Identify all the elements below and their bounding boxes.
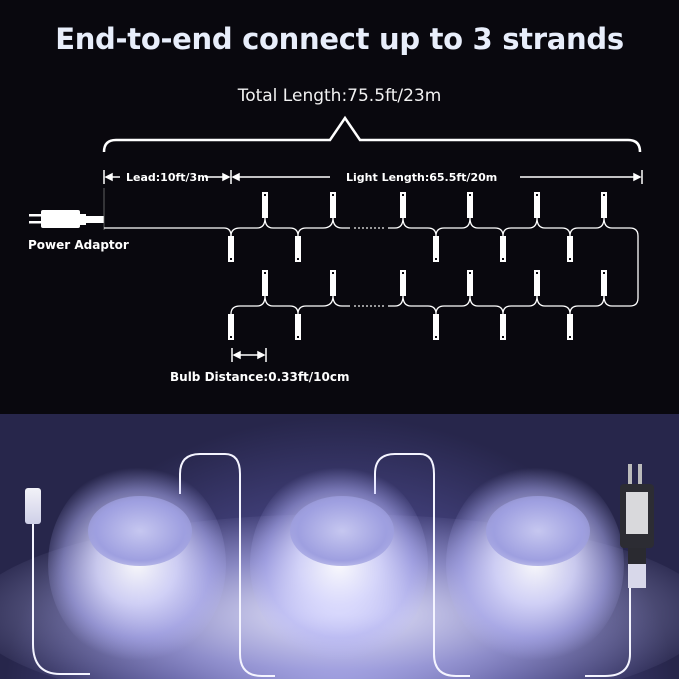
headline: End-to-end connect up to 3 strands	[55, 22, 624, 56]
adaptor-label-sticker	[626, 492, 648, 534]
adaptor-cable-connector	[628, 548, 646, 588]
lead-length-label: Lead:10ft/3m	[126, 171, 209, 184]
row2-wire	[230, 295, 605, 315]
power-adaptor-icon	[29, 210, 104, 228]
row2-dots	[354, 305, 384, 307]
bulb-distance-marker	[231, 348, 267, 362]
light-length-label: Light Length:65.5ft/20m	[346, 171, 498, 184]
light-strand-3-core	[486, 496, 590, 566]
end-connector	[25, 488, 41, 524]
dimension-lines	[103, 170, 643, 184]
bulb-tips	[230, 194, 605, 338]
power-adaptor-plug	[628, 464, 632, 484]
row1-wire	[230, 217, 639, 307]
power-adaptor-body	[620, 484, 654, 548]
total-length-brace	[102, 115, 642, 153]
power-adaptor-label: Power Adaptor	[28, 238, 129, 252]
diagram-section: End-to-end connect up to 3 strands Total…	[28, 22, 643, 384]
wiring-diagram	[29, 115, 643, 362]
bulb-distance-label: Bulb Distance:0.33ft/10cm	[170, 370, 350, 384]
light-strand-2-core	[290, 496, 394, 566]
light-strand-1-core	[88, 496, 192, 566]
product-photo	[0, 414, 679, 679]
bulbs	[228, 192, 607, 340]
connecting-wires	[32, 453, 631, 677]
total-length-label: Total Length:75.5ft/23m	[237, 86, 442, 106]
row1-dots	[354, 227, 384, 229]
power-adaptor-plug-prong	[638, 464, 642, 484]
